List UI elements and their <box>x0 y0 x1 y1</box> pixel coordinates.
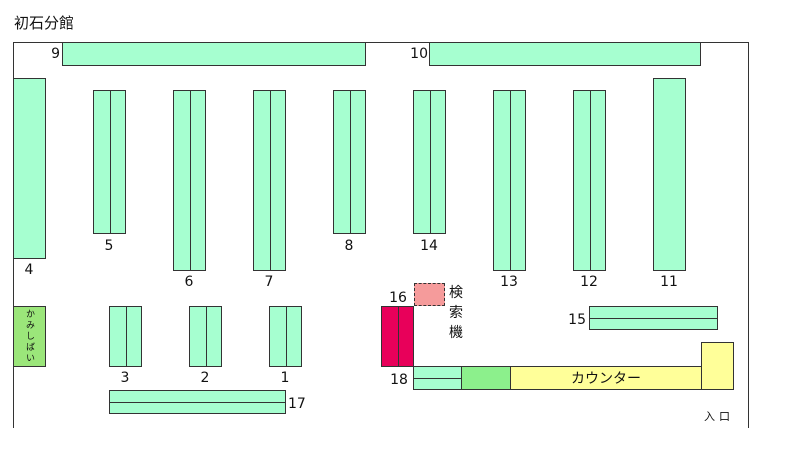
shelf-9[interactable] <box>62 42 366 66</box>
search-terminal-label: 検索機 <box>449 285 463 341</box>
counter[interactable]: カウンター <box>510 366 701 390</box>
wall-right <box>748 42 749 428</box>
shelf-14[interactable] <box>413 90 446 234</box>
shelf-1-label: 1 <box>280 370 290 386</box>
search-terminal[interactable] <box>414 283 445 306</box>
shelf-11-label: 11 <box>660 274 678 290</box>
counter-green-section <box>461 366 511 390</box>
shelf-2-label: 2 <box>200 370 210 386</box>
wall-top <box>13 42 749 43</box>
shelf-17[interactable] <box>109 390 286 414</box>
shelf-6-label: 6 <box>184 274 194 290</box>
shelf-13-label: 13 <box>500 274 518 290</box>
shelf-17-label: 17 <box>288 396 306 412</box>
shelf-13[interactable] <box>493 90 526 271</box>
shelf-5-label: 5 <box>104 238 114 254</box>
shelf-7[interactable] <box>253 90 286 271</box>
shelf-14-label: 14 <box>420 238 438 254</box>
shelf-15[interactable] <box>589 306 718 330</box>
counter-corner <box>701 342 734 390</box>
shelf-12-label: 12 <box>580 274 598 290</box>
shelf-5[interactable] <box>93 90 126 234</box>
shelf-15-label: 15 <box>568 312 586 328</box>
shelf-18-label: 18 <box>390 372 408 388</box>
page-title: 初石分館 <box>14 14 75 32</box>
shelf-3-label: 3 <box>120 370 130 386</box>
shelf-10[interactable] <box>429 42 701 66</box>
shelf-3[interactable] <box>109 306 142 367</box>
shelf-10-label: 10 <box>410 46 428 62</box>
entrance-label: 入口 <box>704 410 734 423</box>
shelf-8-label: 8 <box>344 238 354 254</box>
shelf-7-label: 7 <box>264 274 274 290</box>
shelf-4-label: 4 <box>24 262 34 278</box>
shelf-2[interactable] <box>189 306 222 367</box>
shelf-8[interactable] <box>333 90 366 234</box>
kamishibai-shelf[interactable]: かみしばい <box>13 306 46 367</box>
shelf-9-label: 9 <box>51 46 60 62</box>
shelf-16-divider <box>397 307 399 366</box>
shelf-18[interactable] <box>413 366 462 390</box>
shelf-16-label: 16 <box>389 290 407 306</box>
shelf-16[interactable] <box>381 306 414 367</box>
shelf-6[interactable] <box>173 90 206 271</box>
shelf-1[interactable] <box>269 306 302 367</box>
shelf-12[interactable] <box>573 90 606 271</box>
shelf-4[interactable] <box>13 78 46 259</box>
shelf-11[interactable] <box>653 78 686 271</box>
